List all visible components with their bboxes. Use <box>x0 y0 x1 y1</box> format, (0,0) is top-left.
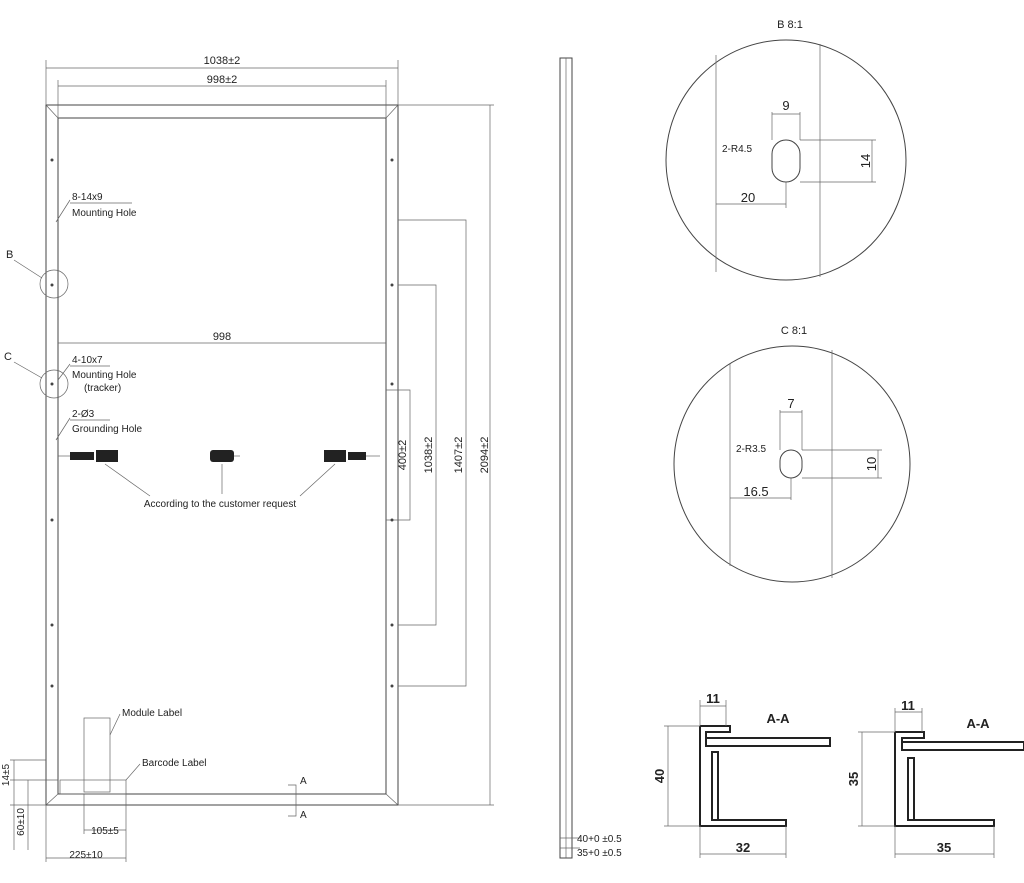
tracker-holes-note: (tracker) <box>84 383 121 394</box>
section-aa-40: A-A 11 40 32 <box>652 691 831 858</box>
section-marker-bottom: A <box>300 810 307 821</box>
section-2-dim-top: 11 <box>901 698 915 713</box>
section-aa-35: A-A 11 35 35 <box>846 698 1024 858</box>
junction-box <box>210 450 234 462</box>
detail-b-hole-label: 2-R4.5 <box>722 144 752 155</box>
detail-c-dim-bottom: 16.5 <box>743 484 768 499</box>
dim-bottom-225: 225±10 <box>69 850 103 861</box>
detail-c-marker-circle <box>39 369 69 399</box>
detail-b-title: B 8:1 <box>777 19 803 31</box>
front-view: 1038±2 998±2 998 400±2 1038±2 1407±2 209… <box>1 55 494 862</box>
marker-b: B <box>6 249 13 261</box>
dim-height-1407: 1407±2 <box>453 437 465 474</box>
barcode-label-text: Barcode Label <box>142 758 207 769</box>
section-1-dim-height: 40 <box>652 769 667 783</box>
section-2-dim-height: 35 <box>846 772 861 786</box>
module-label-text: Module Label <box>122 708 182 719</box>
module-frame-outer <box>45 104 399 806</box>
dim-height-1038: 1038±2 <box>423 437 435 474</box>
dim-width-outer: 1038±2 <box>204 55 241 67</box>
connector-left-body <box>96 450 118 462</box>
section-2-title: A-A <box>966 716 990 731</box>
connector-left-plug <box>70 452 94 460</box>
detail-c: C 8:1 7 10 16.5 2-R3.5 <box>673 325 911 583</box>
dim-height-2094: 2094±2 <box>479 437 491 474</box>
barcode-label-box <box>59 779 127 795</box>
connector-right-plug <box>348 452 366 460</box>
dim-line-400 <box>386 389 411 521</box>
module-label-box <box>83 717 111 793</box>
detail-b-slot <box>771 139 801 183</box>
connector-note: According to the customer request <box>144 499 297 510</box>
section-1-title: A-A <box>766 711 790 726</box>
dim-width-inner: 998±2 <box>207 74 238 86</box>
ground-holes-label: Grounding Hole <box>72 424 142 435</box>
detail-c-dim-right: 10 <box>864 457 879 471</box>
side-thickness-40: 40+0 ±0.5 <box>577 834 622 845</box>
detail-b-dim-top: 9 <box>782 98 789 113</box>
detail-b: B 8:1 9 14 20 2-R4.5 <box>665 19 907 281</box>
side-view: 40+0 ±0.5 35+0 ±0.5 <box>559 57 622 859</box>
dim-bottom-105: 105±5 <box>91 826 119 837</box>
section-2-profile-top <box>895 731 1024 751</box>
mounting-holes-spec: 8-14x9 <box>72 192 103 203</box>
marker-c: C <box>4 351 12 363</box>
detail-c-slot <box>779 449 803 479</box>
junction-cables <box>58 450 380 462</box>
detail-b-dim-bottom: 20 <box>741 190 755 205</box>
dim-left-60: 60±10 <box>16 808 27 836</box>
section-1-profile-body <box>699 726 787 827</box>
section-2-dim-width: 35 <box>937 840 951 855</box>
section-marker-top: A <box>300 776 307 787</box>
ground-holes-spec: 2-Ø3 <box>72 409 95 420</box>
section-2-profile-body <box>894 732 995 827</box>
detail-c-circle <box>673 345 911 583</box>
detail-b-dim-right: 14 <box>858 154 873 168</box>
section-1-dim-top: 11 <box>706 691 720 706</box>
dim-line-1038 <box>398 284 437 626</box>
dim-mid-width: 998 <box>213 331 231 343</box>
detail-c-hole-label: 2-R3.5 <box>736 444 766 455</box>
detail-c-title: C 8:1 <box>781 325 807 337</box>
tracker-holes-label: Mounting Hole <box>72 370 137 381</box>
section-1-profile-top <box>700 725 831 747</box>
detail-b-circle <box>665 39 907 281</box>
dim-height-400: 400±2 <box>397 440 409 471</box>
side-thickness-35: 35+0 ±0.5 <box>577 848 622 859</box>
tracker-holes-spec: 4-10x7 <box>72 355 103 366</box>
detail-b-marker-circle <box>39 269 69 299</box>
section-1-dim-width: 32 <box>736 840 750 855</box>
dim-line-1407 <box>398 219 467 687</box>
detail-c-dim-top: 7 <box>787 396 794 411</box>
mounting-holes-label: Mounting Hole <box>72 208 137 219</box>
connector-right-body <box>324 450 346 462</box>
dim-left-14: 14±5 <box>1 763 12 786</box>
mounting-hole-dots <box>50 158 394 688</box>
